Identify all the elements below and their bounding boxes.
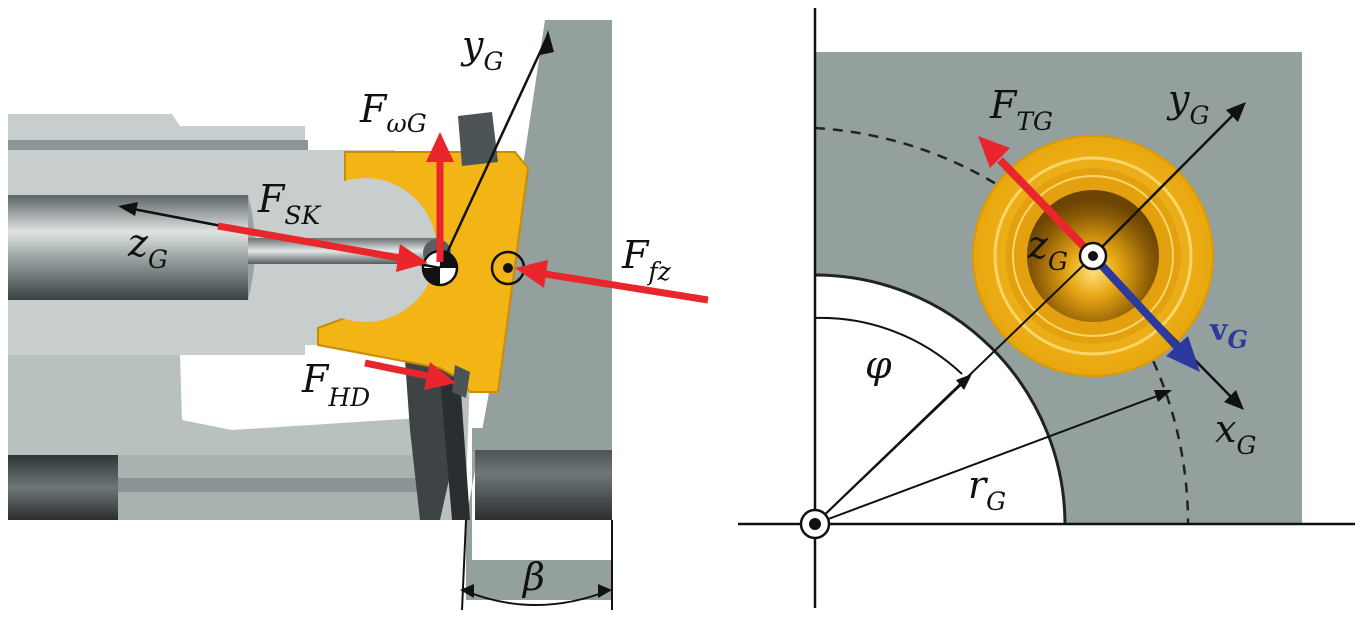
label-beta: β (521, 555, 545, 599)
retainer-tab-top (458, 112, 498, 166)
label-v-g: vG (1209, 313, 1248, 354)
left-panel: yG FωG FSK zG Ffz FHD β (8, 20, 709, 611)
label-y-axis-left: yG (460, 23, 503, 76)
inner-disc (815, 275, 1065, 524)
right-panel: FTG yG zG vG φ xG rG (738, 8, 1355, 608)
force-arrow-tg (978, 136, 1096, 259)
label-y-axis-right: yG (1166, 77, 1209, 130)
label-z-axis-left: zG (127, 221, 168, 274)
housing-upper-ledge (8, 140, 308, 150)
phi-pointer (814, 374, 972, 525)
label-r-g: rG (968, 463, 1006, 516)
label-f-fz: Ffz (621, 233, 672, 286)
center-of-mass-icon (421, 249, 459, 287)
label-z-axis-right: zG (1027, 223, 1068, 276)
force-arrow-sk (217, 222, 428, 272)
piston-shaft (8, 195, 248, 300)
velocity-arrow (1090, 253, 1200, 372)
phi-arc (814, 316, 963, 375)
label-f-sk: FSK (257, 177, 322, 230)
beta-arc (462, 589, 611, 606)
force-arrow-omega (426, 132, 454, 262)
force-arrow-hd (364, 359, 456, 390)
slipper-center-icon (1078, 241, 1108, 271)
label-f-hd: FHD (301, 357, 370, 412)
y-axis-line-left (438, 34, 550, 269)
y-axis-line-right (1092, 102, 1246, 257)
label-x-axis-right: xG (1215, 407, 1256, 460)
origin-icon (799, 508, 831, 540)
swashplate (466, 20, 612, 600)
label-f-omega: FωG (359, 87, 427, 138)
r-g-pointer (814, 390, 1172, 525)
force-arrow-fz (515, 260, 709, 304)
retainer-tab-bottom (452, 365, 470, 398)
pitch-circle (814, 126, 1190, 525)
label-phi: φ (865, 343, 892, 387)
label-f-tg: FTG (989, 83, 1053, 136)
